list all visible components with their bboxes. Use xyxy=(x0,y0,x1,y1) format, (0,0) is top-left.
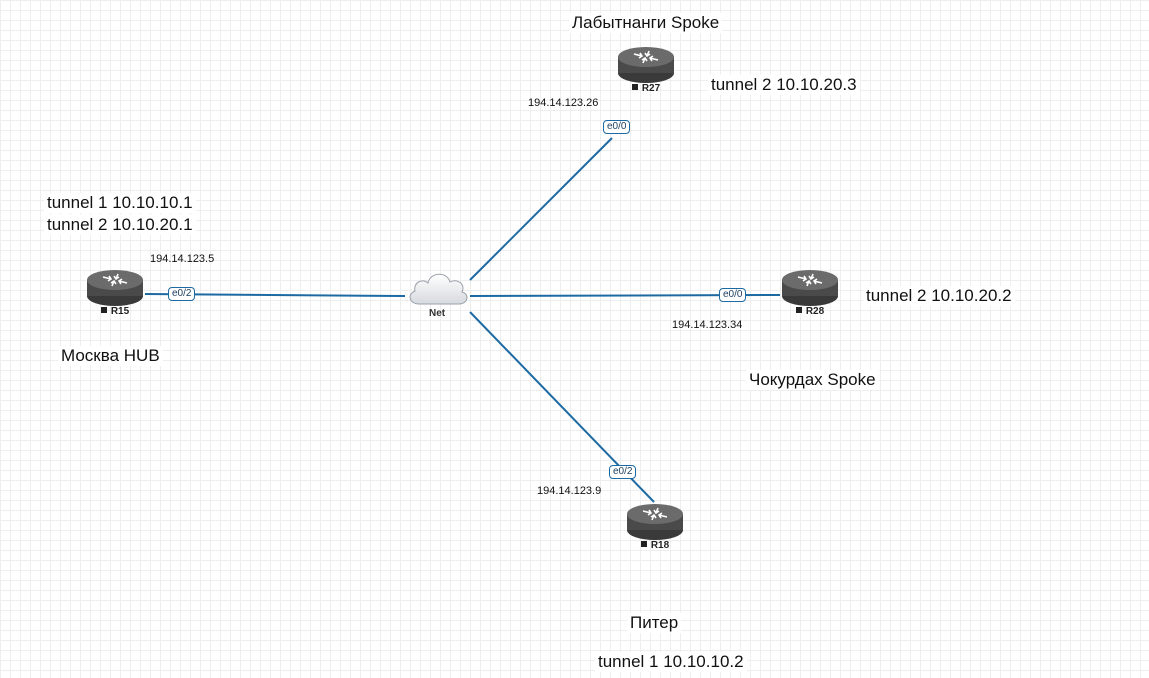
ip-r27: 194.14.123.26 xyxy=(528,97,599,109)
net-cloud-node[interactable]: Net xyxy=(405,268,471,319)
router-r15[interactable]: R15 xyxy=(85,268,145,317)
ip-r28: 194.14.123.34 xyxy=(672,319,743,331)
moscow-site-text: Москва HUB xyxy=(58,346,163,366)
link-r27-net[interactable] xyxy=(469,137,613,281)
piter-tunnel-text: tunnel 1 10.10.10.2 xyxy=(595,652,747,672)
labytnangi-site-text: Лабытнанги Spoke xyxy=(569,13,723,33)
router-icon xyxy=(618,47,674,83)
chokurdakh-tunnel-text: tunnel 2 10.10.20.2 xyxy=(863,286,1015,306)
router-icon xyxy=(782,270,838,306)
iface-r18[interactable]: e0/2 xyxy=(609,465,637,479)
r15-label: R15 xyxy=(85,306,145,317)
iface-r27[interactable]: e0/0 xyxy=(603,120,631,134)
piter-site-text: Питер xyxy=(627,613,682,633)
chokurdakh-site-text: Чокурдах Spoke xyxy=(746,370,879,390)
moscow-tunnel1-text: tunnel 1 10.10.10.1 xyxy=(44,193,196,213)
r18-label: R18 xyxy=(625,540,685,551)
r28-label: R28 xyxy=(780,306,840,317)
cloud-icon xyxy=(409,273,468,305)
labytnangi-tunnel-text: tunnel 2 10.10.20.3 xyxy=(708,75,860,95)
iface-r28[interactable]: e0/0 xyxy=(719,288,747,302)
router-r18[interactable]: R18 xyxy=(625,502,685,551)
router-r27[interactable]: R27 xyxy=(616,45,676,94)
ip-r18: 194.14.123.9 xyxy=(537,485,602,497)
router-icon xyxy=(627,504,683,540)
net-label: Net xyxy=(429,308,446,319)
router-icon xyxy=(87,270,143,306)
moscow-tunnel2-text: tunnel 2 10.10.20.1 xyxy=(44,215,196,235)
router-r28[interactable]: R28 xyxy=(780,268,840,317)
iface-r15[interactable]: e0/2 xyxy=(168,287,196,301)
r27-label: R27 xyxy=(616,83,676,94)
ip-r15: 194.14.123.5 xyxy=(150,253,215,265)
